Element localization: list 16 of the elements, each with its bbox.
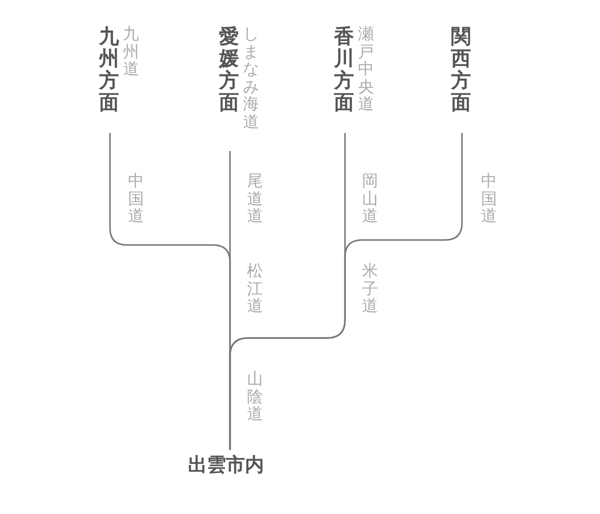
destination-label: 愛媛方面	[219, 25, 239, 113]
edge-label: 尾道道	[247, 172, 263, 225]
road-line	[229, 133, 463, 450]
route-name: 米子道	[362, 262, 378, 315]
route-name: しまなみ海道	[243, 25, 259, 131]
route-name: 山陰道	[247, 370, 263, 423]
destination-label: 関西方面	[451, 25, 471, 113]
edge-label: 中国道	[481, 172, 497, 225]
destination-label: 香川方面	[334, 25, 354, 113]
route-name: 瀬戸中央道	[358, 25, 374, 113]
route-name: 松江道	[247, 262, 263, 315]
route-name: 九州道	[123, 25, 139, 78]
edge-label: 岡山道	[362, 172, 378, 225]
destination-label: 九州方面	[99, 25, 119, 113]
destination-label: 出雲市内	[188, 453, 264, 478]
edge-label: 中国道	[128, 172, 144, 225]
